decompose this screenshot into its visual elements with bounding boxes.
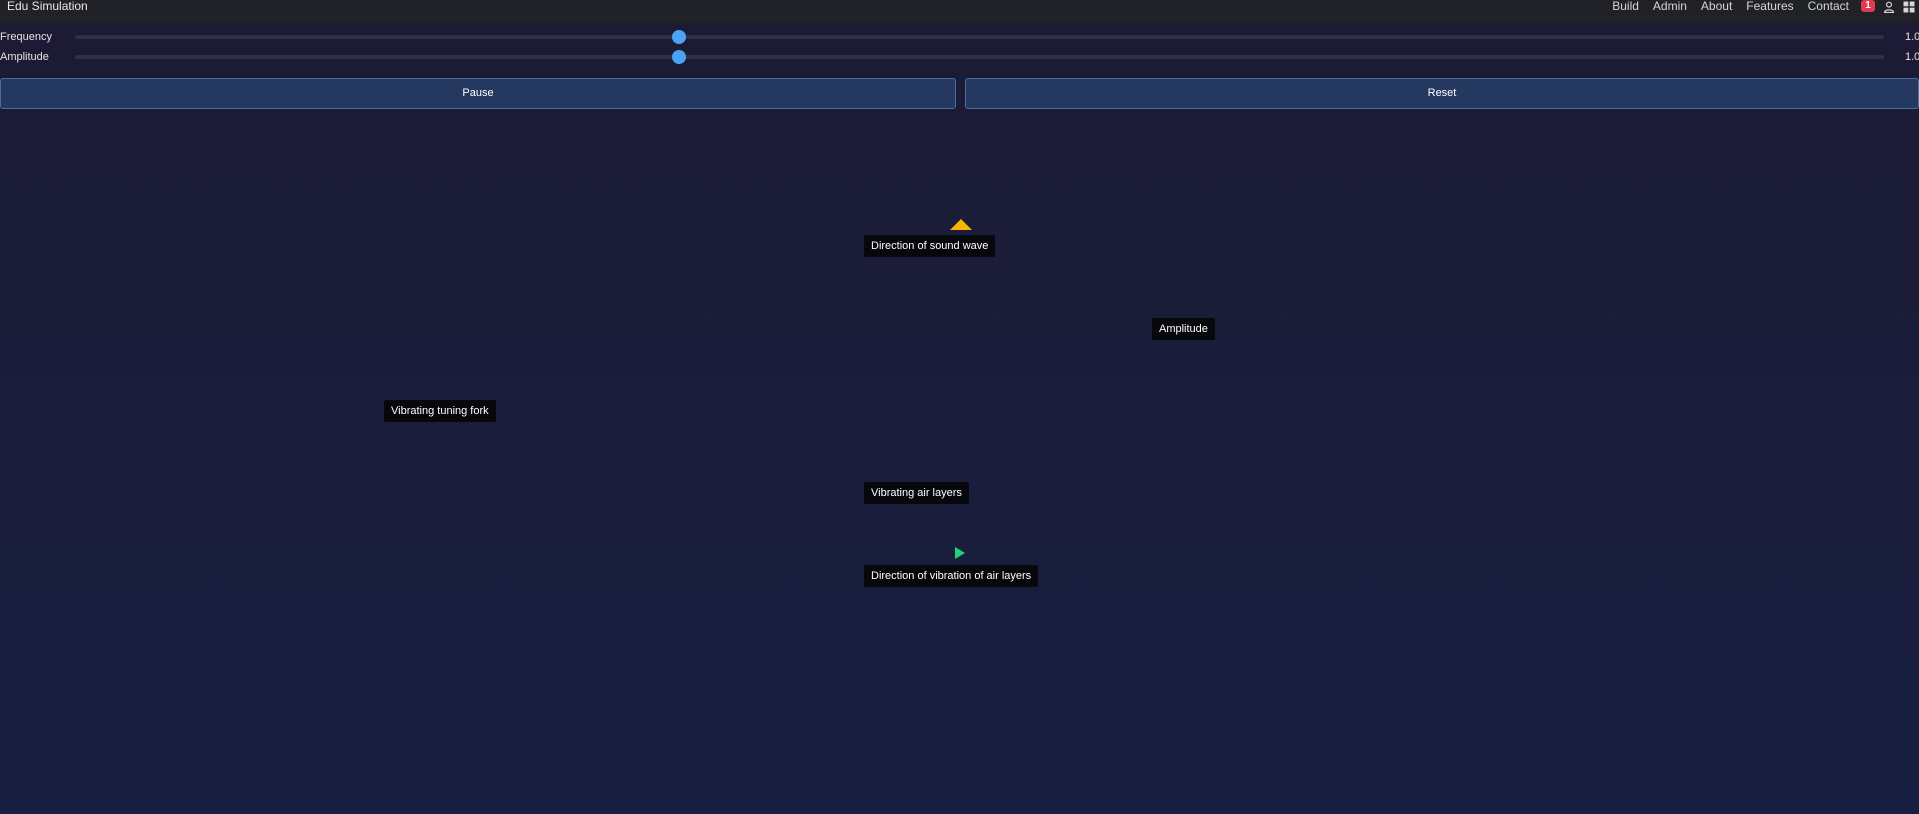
top-bar: Edu Simulation Build Admin About Feature… bbox=[0, 0, 1919, 23]
nav-link-build[interactable]: Build bbox=[1612, 0, 1639, 13]
app-title[interactable]: Edu Simulation bbox=[7, 0, 88, 13]
sound-wave-direction-arrow-icon bbox=[950, 219, 972, 230]
nav-link-contact[interactable]: Contact bbox=[1807, 0, 1849, 13]
amplitude-value: 1.0 bbox=[1905, 51, 1919, 63]
frequency-control: Frequency 1.0 bbox=[0, 28, 1919, 46]
user-icon[interactable] bbox=[1883, 0, 1895, 14]
notification-badge[interactable]: 1 bbox=[1861, 0, 1875, 12]
label-tuning-fork: Vibrating tuning fork bbox=[384, 400, 496, 422]
frequency-slider[interactable] bbox=[75, 30, 1884, 44]
menu-grid-icon[interactable] bbox=[1903, 0, 1915, 13]
amplitude-label: Amplitude bbox=[0, 51, 49, 63]
nav-link-about[interactable]: About bbox=[1700, 0, 1733, 13]
pause-button[interactable]: Pause bbox=[0, 78, 956, 109]
amplitude-control: Amplitude 1.0 bbox=[0, 48, 1919, 66]
label-amplitude: Amplitude bbox=[1152, 318, 1215, 340]
frequency-label: Frequency bbox=[0, 31, 52, 43]
air-vibration-direction-arrow-icon bbox=[955, 547, 965, 559]
simulation-canvas[interactable]: Direction of sound wave Amplitude Vibrat… bbox=[0, 112, 1919, 814]
nav-link-features[interactable]: Features bbox=[1746, 0, 1794, 13]
reset-button[interactable]: Reset bbox=[965, 78, 1919, 109]
top-nav: Build Admin About Features Contact 1 bbox=[1598, 0, 1915, 14]
label-sound-wave-direction: Direction of sound wave bbox=[864, 235, 996, 257]
amplitude-slider-thumb[interactable] bbox=[672, 50, 687, 64]
frequency-slider-thumb[interactable] bbox=[672, 30, 687, 44]
label-air-layers: Vibrating air layers bbox=[864, 482, 969, 504]
label-air-vibration-direction: Direction of vibration of air layers bbox=[864, 565, 1039, 587]
nav-link-admin[interactable]: Admin bbox=[1652, 0, 1687, 13]
frequency-value: 1.0 bbox=[1905, 31, 1919, 43]
amplitude-slider[interactable] bbox=[75, 50, 1884, 64]
